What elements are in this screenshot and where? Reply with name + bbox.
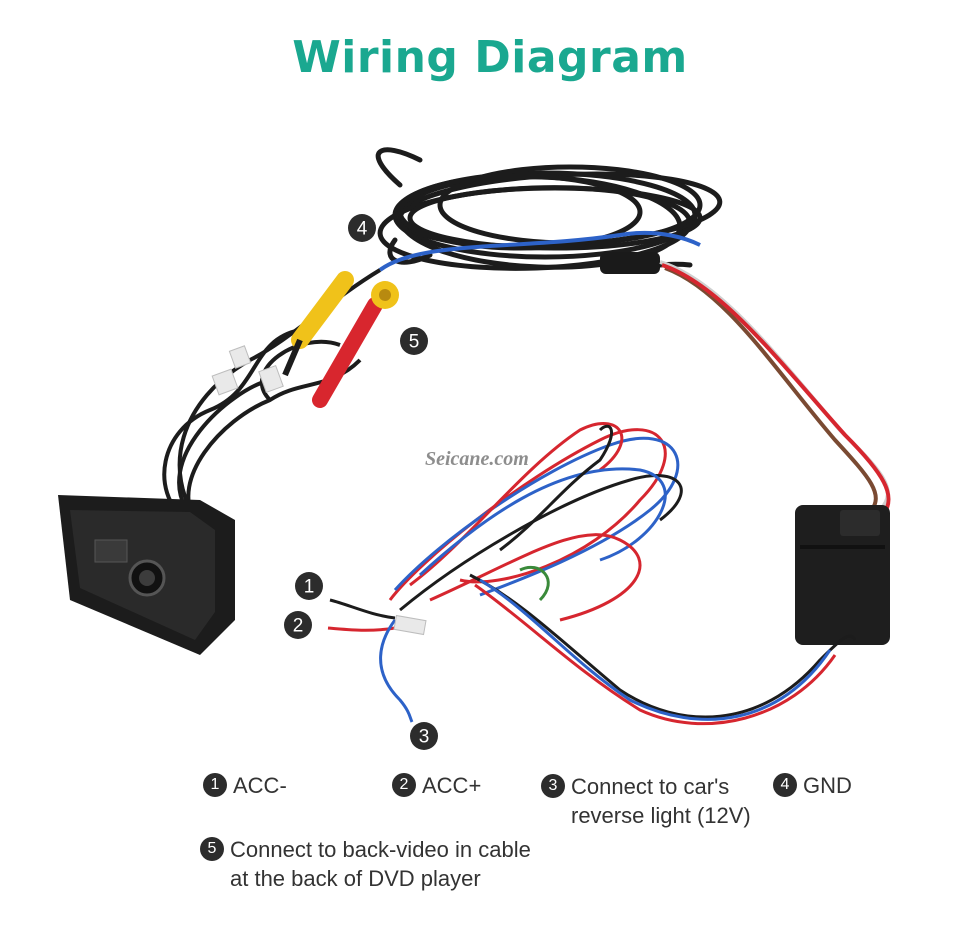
legend-label: ACC+ (422, 773, 482, 798)
box-wires (659, 260, 891, 514)
legend-label: GND (803, 773, 852, 798)
inline-connector (600, 252, 660, 274)
legend-number: 2 (392, 773, 416, 797)
svg-text:5: 5 (409, 332, 420, 353)
marker-2: 2 (284, 611, 312, 639)
marker-4: 4 (348, 214, 376, 242)
lead-wires (327, 598, 414, 723)
camera-cables (162, 268, 382, 527)
watermark: Seicane.com (425, 448, 529, 470)
page-title: Wiring Diagram (292, 32, 688, 83)
camera-unit (58, 495, 235, 655)
legend-number: 3 (541, 774, 565, 798)
svg-text:1: 1 (304, 577, 315, 598)
rca-red-plug (312, 281, 399, 408)
rca-yellow-plug (282, 271, 354, 377)
legend-number: 1 (203, 773, 227, 797)
marker-5: 5 (400, 327, 428, 355)
svg-text:3: 3 (419, 727, 430, 748)
wire-tag-lower (393, 614, 427, 636)
marker-3: 3 (410, 722, 438, 750)
legend-label-line2: reverse light (12V) (571, 803, 751, 828)
legend-label: ACC- (233, 773, 287, 798)
legend-number: 5 (200, 837, 224, 861)
wire-tags (211, 345, 284, 396)
control-box (795, 505, 890, 645)
legend-label: Connect to car's (571, 774, 730, 799)
black-cable-coil (375, 147, 723, 271)
blue-wire (378, 230, 701, 272)
svg-text:2: 2 (293, 616, 304, 637)
marker-1: 1 (295, 572, 323, 600)
legend-number: 4 (773, 773, 797, 797)
legend-label: Connect to back-video in cable (230, 837, 531, 862)
svg-text:4: 4 (357, 219, 368, 240)
legend-label-line2: at the back of DVD player (230, 866, 481, 891)
colored-wire-bundle (388, 422, 857, 726)
